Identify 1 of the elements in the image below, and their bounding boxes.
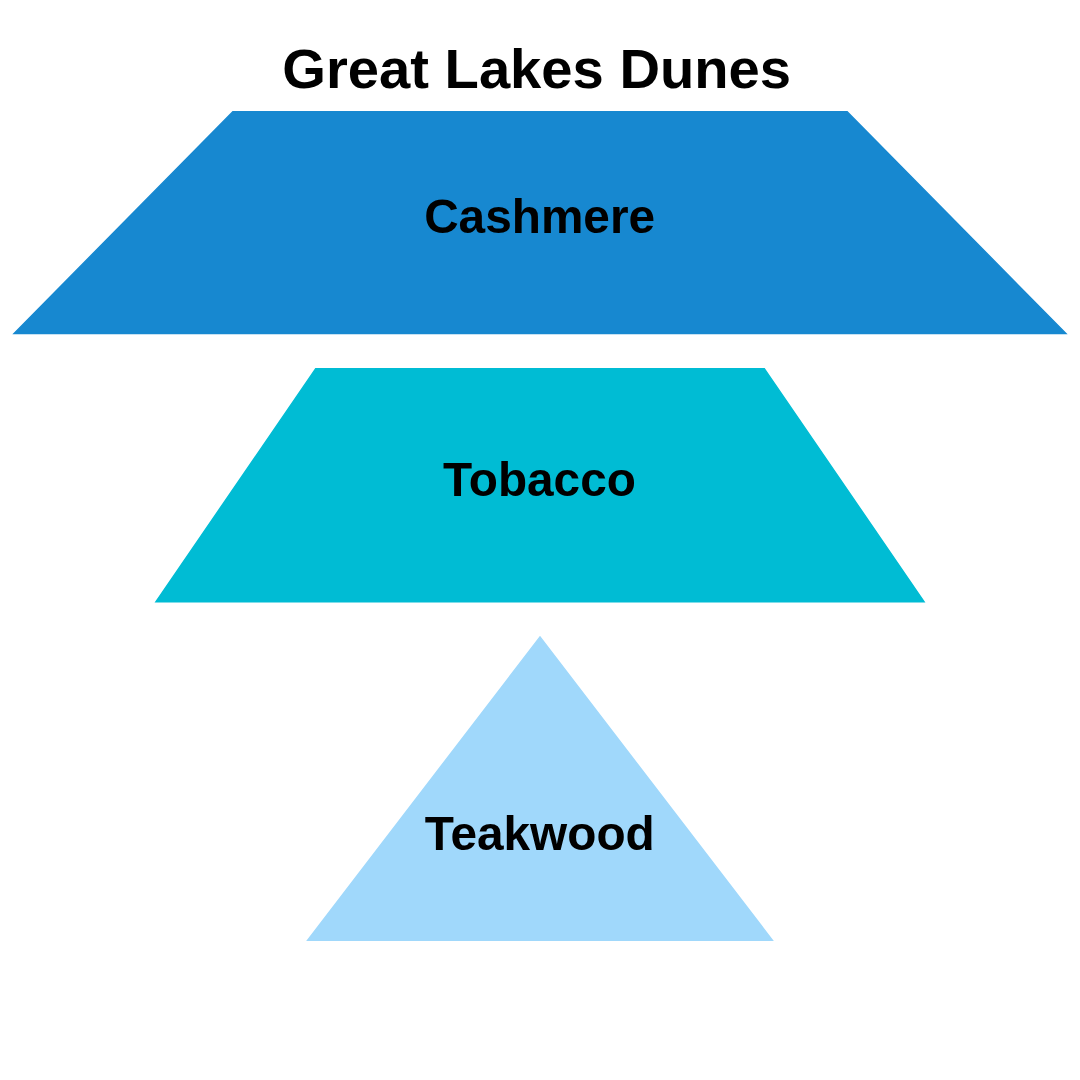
diagram-title: Great Lakes Dunes [282, 36, 792, 100]
